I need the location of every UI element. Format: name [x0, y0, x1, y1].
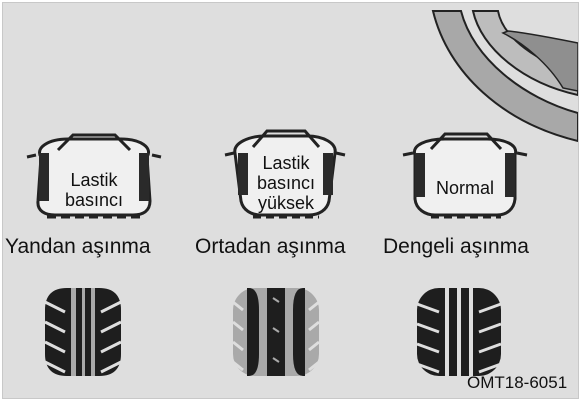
- caption-even-wear: Dengeli aşınma: [383, 235, 529, 259]
- caption-side-wear: Yandan aşınma: [5, 235, 151, 259]
- tire-label-low-pressure: Lastik basıncı: [48, 170, 140, 210]
- tire-label-high-pressure: Lastik basıncı yüksek: [241, 153, 331, 213]
- tread-worn-sides-icon: [45, 288, 121, 376]
- tread-even-wear-icon: [417, 288, 501, 376]
- tire-label-normal: Normal: [421, 178, 509, 198]
- figure-code: OMT18-6051: [467, 373, 567, 393]
- caption-center-wear: Ortadan aşınma: [195, 235, 346, 259]
- tread-worn-center-icon: [233, 288, 319, 376]
